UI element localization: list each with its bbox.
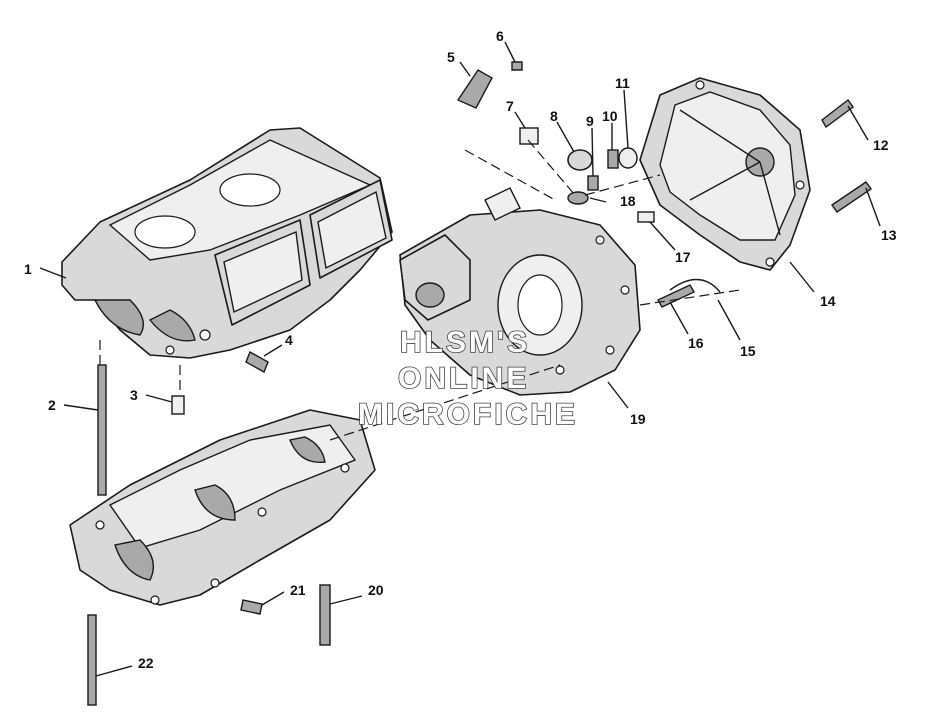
part-bolt-13 <box>831 181 872 213</box>
assembly-lines <box>99 139 741 441</box>
callout-3: 3 <box>130 387 138 403</box>
watermark: HLSM'S ONLINE MICROFICHE <box>357 325 578 432</box>
rotary-valve-housing <box>399 187 641 396</box>
callout-11: 11 <box>615 75 630 91</box>
part-stud-2 <box>97 364 107 496</box>
callout-12: 12 <box>873 137 889 153</box>
callout-17: 17 <box>675 249 691 265</box>
upper-crankcase <box>61 127 393 359</box>
callout-6: 6 <box>496 28 504 44</box>
callout-13: 13 <box>881 227 897 243</box>
part-bolt-20 <box>319 584 331 646</box>
callout-9: 9 <box>586 113 594 129</box>
part-wire-clip <box>669 278 721 293</box>
callout-18: 18 <box>620 193 636 209</box>
callout-1: 1 <box>24 261 32 277</box>
lower-crankcase <box>69 409 376 606</box>
callout-7: 7 <box>506 98 514 114</box>
part-dowel-pin <box>637 211 655 223</box>
callout-10: 10 <box>602 108 618 124</box>
callout-20: 20 <box>368 582 384 598</box>
part-spring <box>607 149 619 169</box>
part-cap <box>567 149 593 171</box>
part-dowel-3 <box>171 395 185 415</box>
small-parts <box>87 61 872 706</box>
leader-lines <box>39 41 881 677</box>
callout-16: 16 <box>688 335 704 351</box>
callout-8: 8 <box>550 108 558 124</box>
part-o-ring <box>618 147 638 169</box>
watermark-line-1: HLSM'S <box>400 326 530 359</box>
callout-15: 15 <box>740 343 756 359</box>
part-small-screw <box>511 61 523 71</box>
part-bolt-12 <box>821 99 854 129</box>
part-stud-22 <box>87 614 97 706</box>
watermark-line-2: ONLINE <box>398 362 529 395</box>
watermark-line-3: MICROFICHE <box>358 398 578 431</box>
callout-numbers: 1 2 3 4 5 6 7 8 9 10 11 12 13 14 15 16 1… <box>24 28 897 671</box>
part-spring-small <box>587 175 599 191</box>
callout-22: 22 <box>138 655 154 671</box>
part-bolt-21 <box>240 599 263 615</box>
callout-14: 14 <box>820 293 836 309</box>
callout-5: 5 <box>447 49 455 65</box>
part-elbow-fitting <box>456 69 493 109</box>
callout-21: 21 <box>290 582 306 598</box>
part-bolt-16 <box>657 284 695 308</box>
callout-2: 2 <box>48 397 56 413</box>
part-seal <box>567 191 589 205</box>
callout-19: 19 <box>630 411 646 427</box>
rotary-valve-cover <box>639 77 811 271</box>
part-bolt-4 <box>245 351 269 373</box>
part-bushing <box>519 127 539 145</box>
callout-4: 4 <box>285 332 293 348</box>
